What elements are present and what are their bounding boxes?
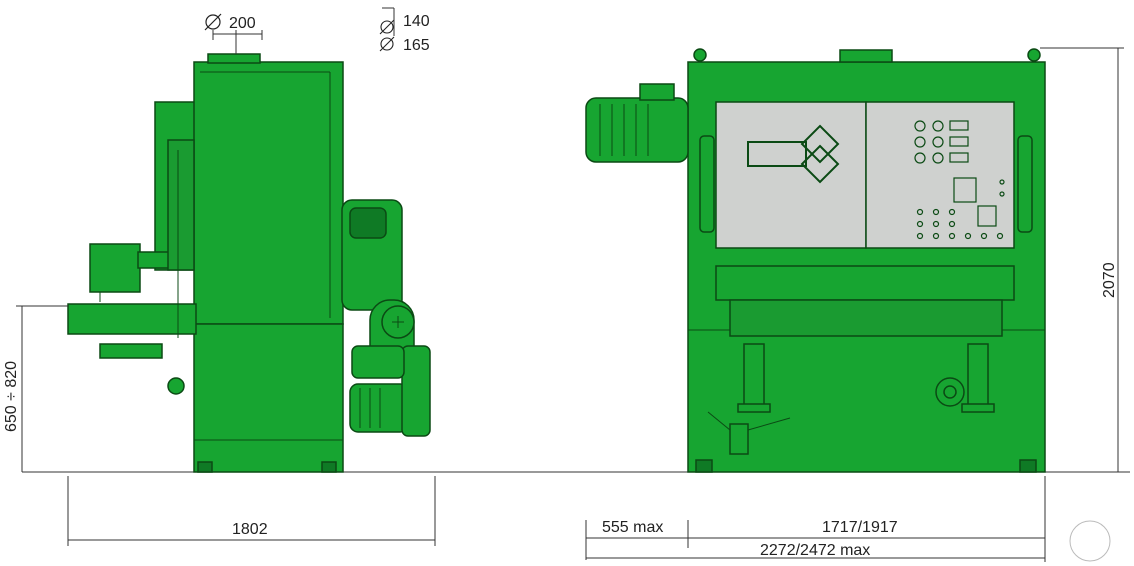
dim-height-right-text: 2070: [1101, 262, 1118, 298]
diameter-icon: [380, 37, 394, 51]
dim-front-body-text: 1717/1917: [822, 519, 898, 536]
dim-small-diameters: 140 165: [379, 7, 430, 54]
side-motor: [349, 383, 409, 433]
front-air-filter: [729, 423, 749, 455]
front-view-machine: [585, 48, 1046, 473]
front-door-right: [865, 101, 1015, 249]
front-motor: [585, 97, 689, 163]
front-feed-table: [715, 265, 1015, 301]
diameter-icon: [205, 14, 221, 30]
side-knob: [167, 377, 185, 395]
side-top-flange: [207, 53, 261, 64]
dim-width-left-text: 1802: [232, 521, 268, 538]
lifting-eye-left: [693, 48, 707, 62]
side-base: [193, 323, 344, 473]
dim-front-widths: 555 max 1717/1917 2272/2472 max: [585, 476, 1046, 562]
dim-width-left: 1802: [67, 476, 436, 546]
dim-front-total-text: 2272/2472 max: [760, 542, 870, 559]
side-table-arm: [67, 303, 197, 335]
front-jack-left: [743, 343, 765, 411]
side-valve-block: [99, 343, 163, 359]
dim-front-extension-text: 555 max: [602, 519, 663, 536]
front-door-left: [715, 101, 867, 249]
dim-small-diameter-2: 165: [403, 37, 430, 54]
dim-height-left-text: 650 ÷ 820: [3, 361, 20, 432]
dim-height-left: 650 ÷ 820: [3, 305, 68, 472]
diamond-logo-icon: [747, 124, 840, 184]
side-control-box: [89, 243, 141, 293]
corner-circle: [1069, 520, 1111, 562]
front-fan: [935, 377, 965, 407]
dim-small-diameter-1: 140: [403, 13, 430, 30]
front-jack-right: [967, 343, 989, 411]
diameter-icon: [380, 20, 394, 34]
front-top-flange: [839, 49, 893, 63]
dim-top-diameter: 200: [204, 13, 263, 54]
control-panel-symbols: [914, 120, 1005, 240]
dim-height-right: 2070: [1040, 47, 1124, 472]
lifting-eye-right: [1027, 48, 1041, 62]
side-main-body: [193, 61, 344, 325]
side-view-machine: [67, 53, 431, 473]
dim-top-diameter-text: 200: [229, 15, 256, 32]
